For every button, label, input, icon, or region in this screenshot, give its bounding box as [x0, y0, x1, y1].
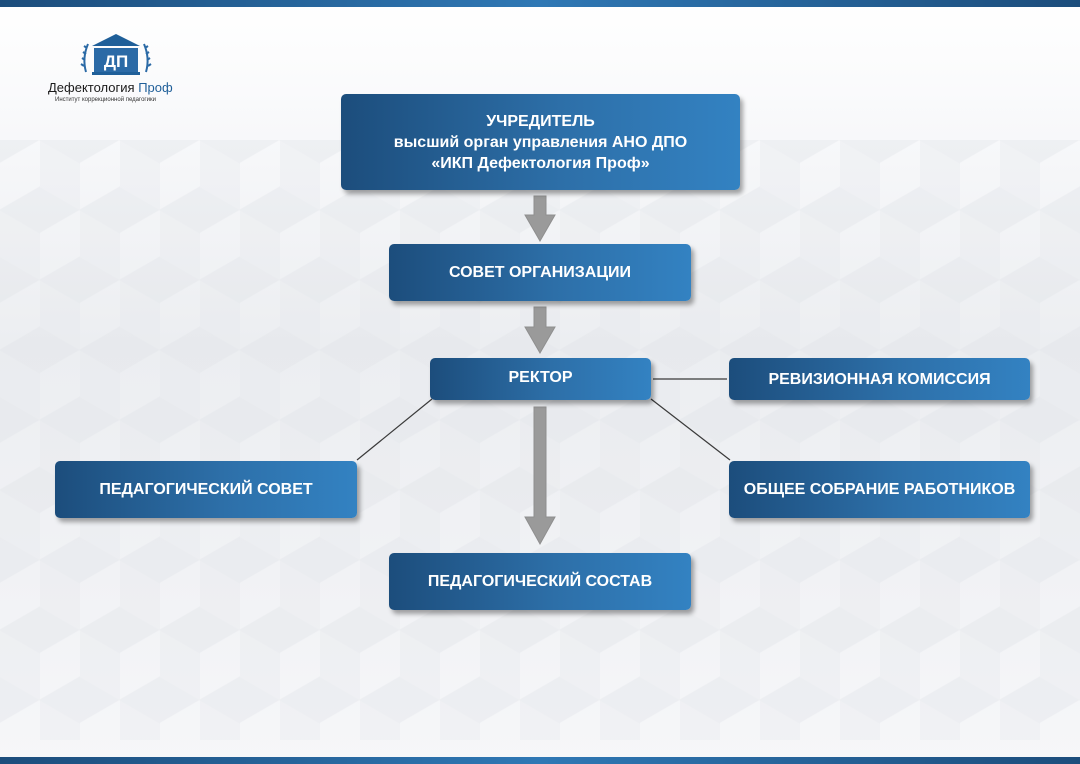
- arrow-council-to-rector: [524, 306, 556, 355]
- audit-commission-label: РЕВИЗИОННАЯ КОМИССИЯ: [768, 370, 991, 388]
- logo: ДП Дефектология Проф Институт коррекцион…: [40, 32, 190, 112]
- pedagogical-council-label: ПЕДАГОГИЧЕСКИЙ СОВЕТ: [99, 481, 313, 498]
- rector-box: РЕКТОР: [430, 358, 651, 400]
- arrow-founder-to-council: [524, 195, 556, 243]
- institute-columns-icon: ДП: [80, 34, 152, 75]
- bottom-accent-bar: [0, 757, 1080, 764]
- audit-commission-box: РЕВИЗИОННАЯ КОМИССИЯ: [729, 358, 1030, 400]
- logo-name-accent: Проф: [138, 80, 173, 95]
- top-accent-bar: [0, 0, 1080, 7]
- founder-title: УЧРЕДИТЕЛЬ: [486, 112, 595, 130]
- pedagogical-staff-box: ПЕДАГОГИЧЕСКИЙ СОСТАВ: [389, 553, 691, 610]
- council-box: СОВЕТ ОРГАНИЗАЦИИ: [389, 244, 691, 301]
- logo-subtitle: Институт коррекционной педагогики: [55, 97, 156, 103]
- general-assembly-box: ОБЩЕЕ СОБРАНИЕ РАБОТНИКОВ: [729, 461, 1030, 518]
- pedagogical-council-box: ПЕДАГОГИЧЕСКИЙ СОВЕТ: [55, 461, 357, 518]
- founder-subtitle: высший орган управления АНО ДПО: [393, 133, 688, 151]
- line-rector-to-ped-council: [356, 398, 433, 461]
- logo-title: Дефектология Проф: [48, 80, 198, 95]
- arrow-rector-to-staff: [524, 406, 556, 546]
- logo-name-main: Дефектология: [48, 80, 135, 95]
- general-assembly-label: ОБЩЕЕ СОБРАНИЕ РАБОТНИКОВ: [743, 481, 1016, 498]
- pedagogical-staff-label: ПЕДАГОГИЧЕСКИЙ СОСТАВ: [427, 573, 653, 590]
- line-rector-to-assembly: [650, 398, 731, 461]
- founder-org-name: «ИКП Дефектология Проф»: [431, 154, 650, 172]
- founder-box: УЧРЕДИТЕЛЬ высший орган управления АНО Д…: [341, 94, 740, 190]
- council-label: СОВЕТ ОРГАНИЗАЦИИ: [448, 264, 632, 281]
- rector-label: РЕКТОР: [508, 368, 573, 386]
- logo-mark-letters: ДП: [104, 52, 128, 71]
